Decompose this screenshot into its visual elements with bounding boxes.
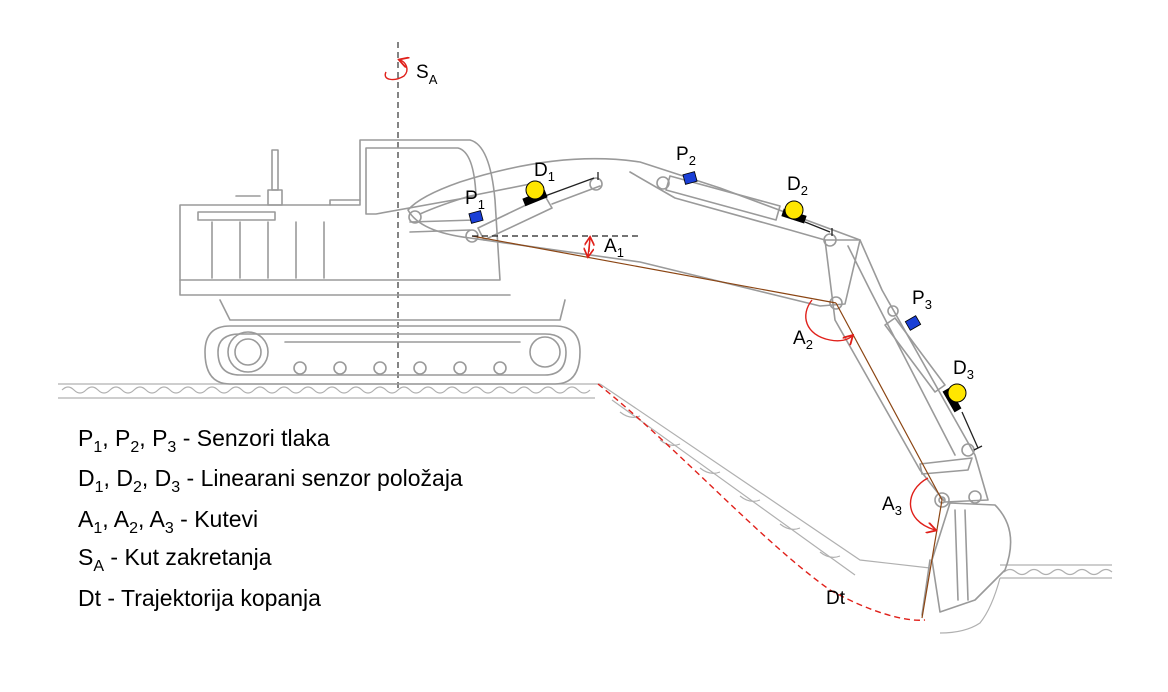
pressure-sensors bbox=[468, 171, 922, 331]
label-d1: D1 bbox=[534, 160, 555, 184]
angle-a3-arc bbox=[909, 477, 935, 530]
pressure-sensor-p3 bbox=[904, 315, 922, 331]
label-a2: A2 bbox=[793, 328, 813, 352]
arm bbox=[824, 239, 989, 508]
legend-angles: A1, A2, A3 - Kutevi bbox=[78, 506, 258, 537]
legend-pressure: P1, P2, P3 - Senzori tlaka bbox=[78, 425, 330, 456]
position-sensors bbox=[522, 180, 967, 413]
label-d3: D3 bbox=[953, 358, 974, 382]
ground-stones bbox=[61, 386, 591, 394]
legend: P1, P2, P3 - Senzori tlaka D1, D2, D3 - … bbox=[78, 425, 463, 611]
angle-a1-arc-top bbox=[589, 238, 590, 253]
pressure-sensor-p2 bbox=[682, 171, 698, 185]
position-sensor-d1 bbox=[522, 180, 548, 207]
label-a1: A1 bbox=[604, 236, 624, 260]
excavator-body bbox=[179, 139, 581, 385]
label-d2: D2 bbox=[787, 174, 808, 198]
angle-arcs bbox=[588, 238, 935, 530]
boom bbox=[407, 157, 861, 310]
legend-swing: SA - Kut zakretanja bbox=[78, 544, 272, 575]
legend-trajectory: Dt - Trajektorija kopanja bbox=[78, 585, 321, 611]
angle-a2-arc bbox=[805, 299, 852, 341]
label-a3: A3 bbox=[882, 494, 902, 518]
label-dt: Dt bbox=[826, 588, 846, 609]
pressure-sensor-p1 bbox=[468, 210, 484, 224]
position-sensor-d2 bbox=[781, 200, 807, 224]
dig-trajectory-curve bbox=[597, 383, 926, 621]
label-p2: P2 bbox=[676, 144, 696, 168]
label-p3: P3 bbox=[912, 288, 932, 312]
swing-axis-label: SA bbox=[416, 62, 438, 87]
swing-arrow bbox=[384, 60, 407, 81]
position-sensor-d3 bbox=[942, 383, 967, 413]
diagram-labels: SA P1 P2 P3 D1 D2 D3 A1 A2 A3 Dt bbox=[416, 62, 974, 609]
ground bbox=[58, 383, 1113, 634]
legend-position: D1, D2, D3 - Linearani senzor položaja bbox=[78, 465, 463, 496]
label-p1: P1 bbox=[465, 188, 485, 212]
bucket bbox=[921, 502, 1012, 616]
